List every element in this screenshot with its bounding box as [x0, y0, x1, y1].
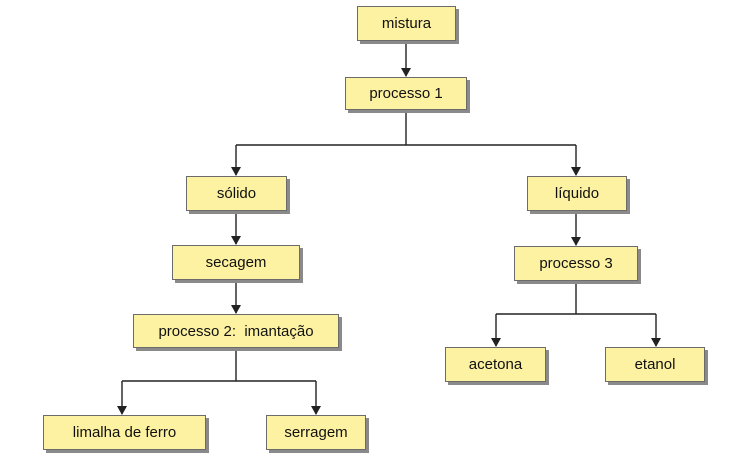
node-liquido: líquido	[527, 176, 627, 211]
node-serragem: serragem	[266, 415, 366, 450]
node-processo-2-imantacao: processo 2: imantação	[133, 314, 339, 348]
node-acetona: acetona	[445, 347, 546, 382]
node-etanol: etanol	[605, 347, 705, 382]
node-processo-3: processo 3	[514, 246, 638, 281]
node-limalha-de-ferro: limalha de ferro	[43, 415, 206, 450]
node-mistura: mistura	[357, 6, 456, 41]
node-solido: sólido	[186, 176, 287, 211]
node-secagem: secagem	[172, 245, 300, 280]
node-processo-1: processo 1	[345, 77, 467, 110]
